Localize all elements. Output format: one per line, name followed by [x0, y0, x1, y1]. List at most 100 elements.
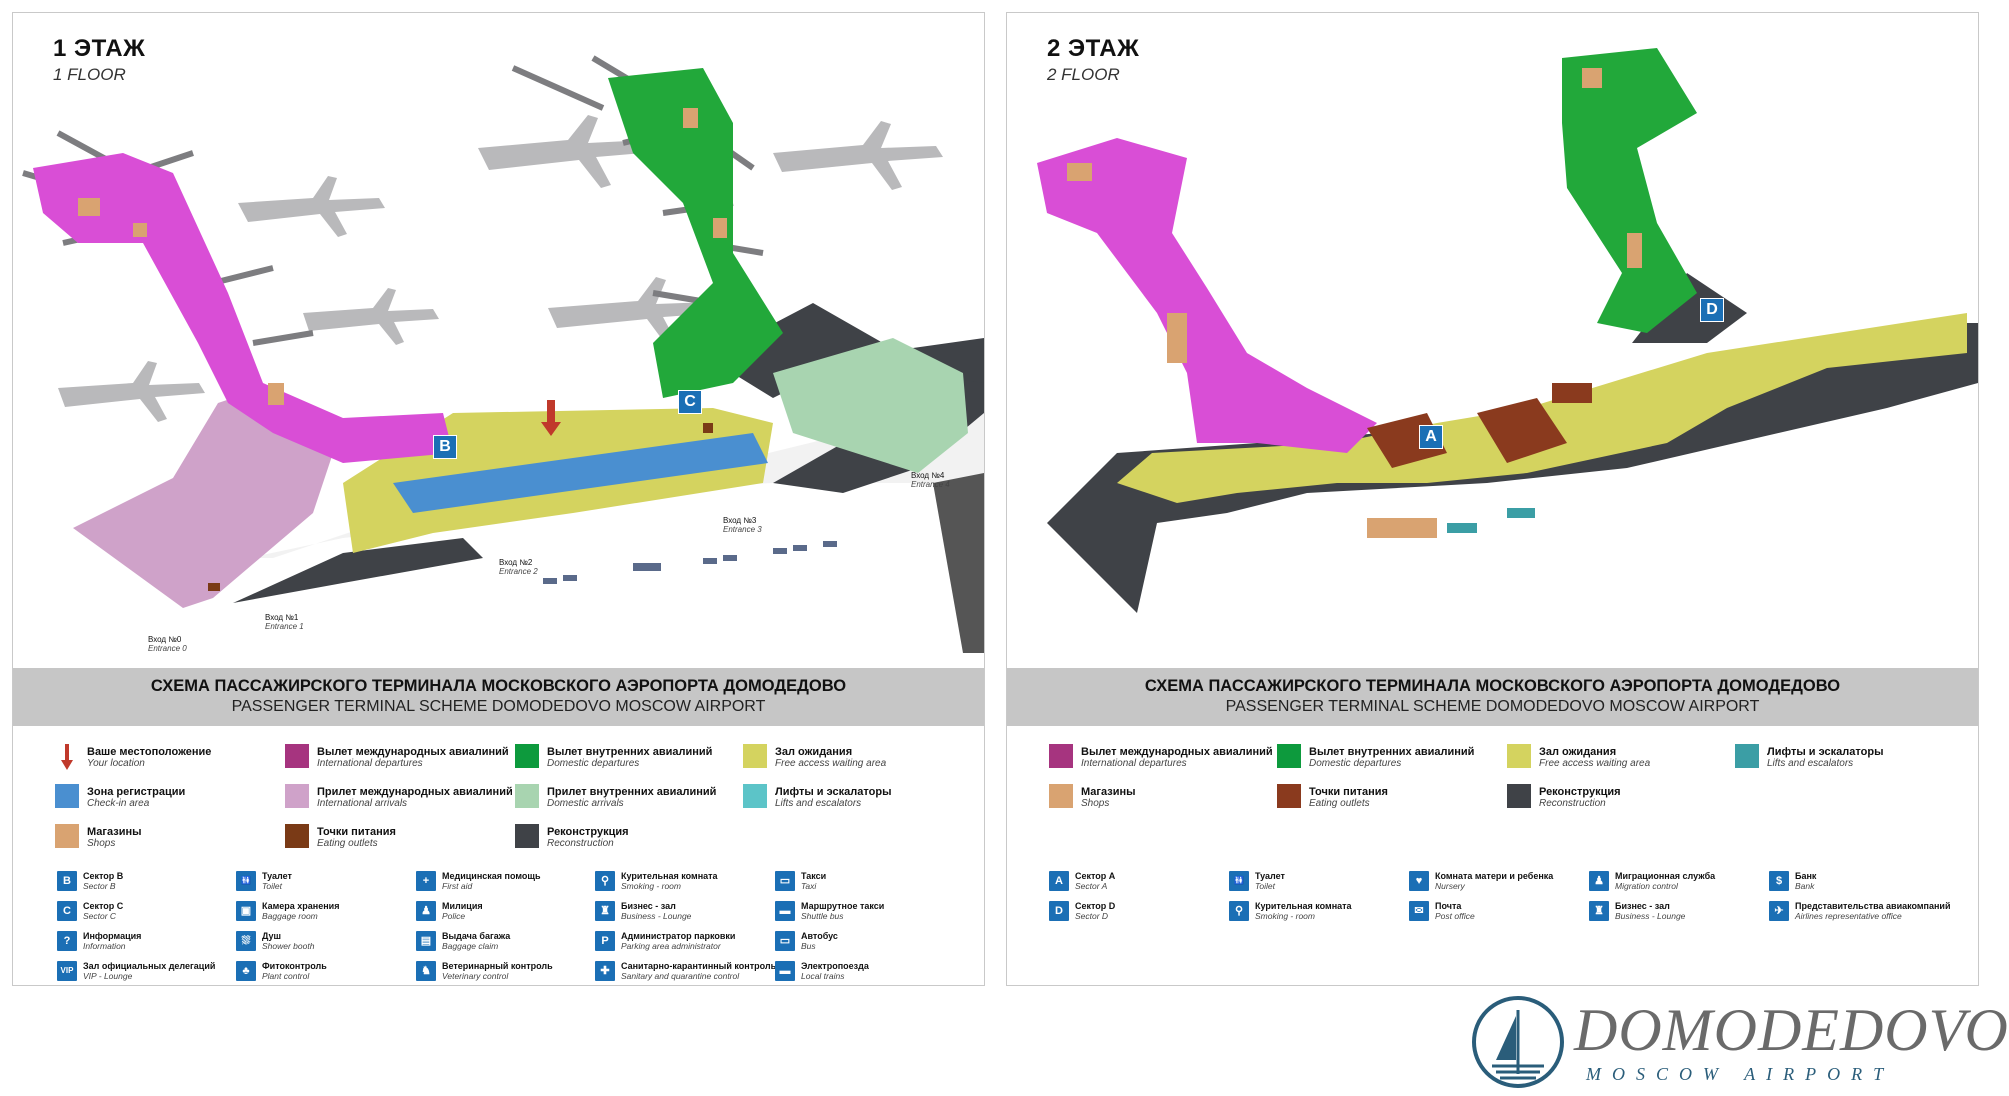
- toilet-icon: 🚻: [236, 871, 256, 891]
- legend-label-ru: Вылет внутренних авиалиний: [547, 746, 713, 758]
- legend-label-en: Reconstruction: [547, 838, 614, 849]
- icon-label-ru: Банк: [1795, 871, 1817, 881]
- shop-areas: [78, 108, 727, 405]
- icon-label-en: Sector A: [1075, 881, 1108, 891]
- legend-label-ru: Зал ожидания: [1539, 746, 1617, 758]
- icon-label-ru: Милиция: [442, 901, 483, 911]
- legend-label-ru: Вылет внутренних авиалиний: [1309, 746, 1475, 758]
- icon-label-ru: Сектор D: [1075, 901, 1116, 911]
- icon-label-ru: Бизнес - зал: [1615, 901, 1670, 911]
- icon-label-ru: Миграционная служба: [1615, 871, 1716, 881]
- legend-swatch: [743, 744, 767, 768]
- vip-lounge-icon: VIP: [57, 961, 77, 981]
- icon-label-ru: Медицинская помощь: [442, 871, 541, 881]
- your-location-marker: [541, 400, 561, 436]
- police-icon: ♟: [416, 901, 436, 921]
- smoking-icon: ⚲: [1229, 901, 1249, 921]
- legend-label-en: Domestic departures: [547, 758, 640, 769]
- business-lounge-icon: ♜: [595, 901, 615, 921]
- legend-swatch: [55, 784, 79, 808]
- legend-swatch: [515, 744, 539, 768]
- icon-label-ru: Курительная комната: [621, 871, 718, 881]
- icon-label-ru: Зал официальных делегаций: [83, 961, 216, 971]
- icon-label-en: Toilet: [262, 881, 283, 891]
- sector-a-marker: A: [1419, 425, 1443, 449]
- veterinary-icon: ♞: [416, 961, 436, 981]
- icon-label-en: Sanitary and quarantine control: [621, 971, 740, 981]
- legend-label-en: Reconstruction: [1539, 798, 1606, 809]
- sector-d-icon: D: [1049, 901, 1069, 921]
- legend-label-en: Eating outlets: [1309, 798, 1370, 809]
- legend-swatch: [515, 784, 539, 808]
- legend-label-ru: Магазины: [1081, 786, 1136, 798]
- legend-label-ru: Вылет международных авиалиний: [1081, 746, 1273, 758]
- icon-label-ru: Санитарно-карантинный контроль: [621, 961, 777, 971]
- floor-2-panel: A D 2 ЭТАЖ 2 FLOOR СХЕМА ПАССАЖИРСКОГО Т…: [1006, 12, 1979, 986]
- lift-escalator-areas: [1447, 508, 1535, 533]
- icon-label-en: Information: [83, 941, 126, 951]
- icon-label-en: First aid: [442, 881, 473, 891]
- icon-label-ru: Представительства авиакомпаний: [1795, 901, 1951, 911]
- icon-label-ru: Выдача багажа: [442, 931, 511, 941]
- legend-swatch: [55, 824, 79, 848]
- icon-label-ru: Камера хранения: [262, 901, 340, 911]
- icon-label-ru: Сектор A: [1075, 871, 1116, 881]
- icon-label-en: Parking area administrator: [621, 941, 721, 951]
- icon-label-ru: Информация: [83, 931, 142, 941]
- legend-label-en: Shops: [1081, 798, 1110, 809]
- icon-label-en: Sector D: [1075, 911, 1109, 921]
- icon-label-ru: Маршрутное такси: [801, 901, 885, 911]
- check-in-area: [393, 433, 768, 513]
- icon-label-ru: Почта: [1435, 901, 1462, 911]
- icon-label-en: Sector B: [83, 881, 116, 891]
- legend-label-ru: Прилет международных авиалиний: [317, 786, 513, 798]
- legend-swatch: [1049, 744, 1073, 768]
- parked-vehicles: [543, 541, 837, 584]
- icon-label-ru: Душ: [262, 931, 282, 941]
- shower-icon: ⛆: [236, 931, 256, 951]
- icon-label-en: Baggage claim: [442, 941, 499, 951]
- legend-swatch: [285, 824, 309, 848]
- nursery-icon: ♥: [1409, 871, 1429, 891]
- legend-label-ru: Вылет международных авиалиний: [317, 746, 509, 758]
- bus-icon: ▭: [775, 931, 795, 951]
- icon-label-ru: Комната матери и ребенка: [1435, 871, 1554, 881]
- international-departures-area: [1037, 138, 1377, 453]
- icon-label-ru: Курительная комната: [1255, 901, 1352, 911]
- legend-swatch: [1507, 784, 1531, 808]
- legend-label-ru: Лифты и эскалаторы: [1767, 746, 1884, 758]
- post-office-icon: ✉: [1409, 901, 1429, 921]
- legend-label-en: Shops: [87, 838, 116, 849]
- icon-label-ru: Фитоконтроль: [262, 961, 327, 971]
- icon-label-ru: Сектор B: [83, 871, 124, 881]
- legend-swatch: [1735, 744, 1759, 768]
- icon-label-en: Baggage room: [262, 911, 318, 921]
- airline-office-icon: ✈: [1769, 901, 1789, 921]
- legend-label-en: International departures: [1081, 758, 1187, 769]
- icon-label-en: Smoking - room: [1255, 911, 1315, 921]
- icon-label-en: Business - Lounge: [621, 911, 692, 921]
